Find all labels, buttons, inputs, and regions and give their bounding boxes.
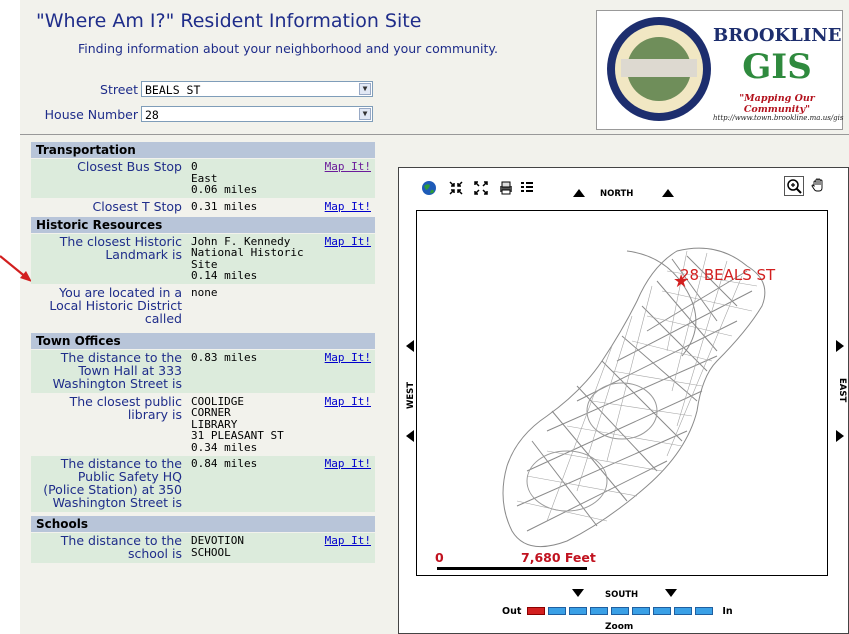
town-map [502, 247, 766, 548]
logo-slogan: "Mapping Our Community" [739, 93, 815, 115]
landmark-label: The closest Historic Landmark is [59, 233, 182, 262]
street-label: Street [100, 82, 138, 97]
zoom-level-5[interactable] [611, 607, 630, 615]
east-label: EAST [837, 378, 847, 403]
district-link-spacer [313, 285, 375, 328]
logo-gis-text: GIS [742, 47, 812, 87]
house-number-select[interactable]: 28 ▼ [141, 106, 373, 122]
table-row: Closest T Stop 0.31 miles Map It! [31, 198, 375, 216]
school-map-link[interactable]: Map It! [324, 534, 371, 547]
table-row: The closest public library is COOLIDGE C… [31, 393, 375, 455]
scale-end-label: 7,680 Feet [521, 550, 596, 565]
legend-icon[interactable] [519, 180, 535, 196]
location-label: 28 BEALS ST [680, 266, 776, 284]
section-historic: Historic Resources [31, 216, 375, 233]
scale-start-label: 0 [435, 550, 444, 565]
district-value: none [191, 285, 218, 299]
zoom-level-7[interactable] [653, 607, 672, 615]
location-star-icon: ★ [673, 271, 690, 292]
map-canvas[interactable] [416, 210, 828, 576]
header-divider [20, 134, 849, 135]
brookline-gis-logo: BROOKLINE GIS "Mapping Our Community" ht… [596, 10, 843, 130]
district-label: You are located in a Local Historic Dist… [49, 284, 182, 326]
table-row: The distance to the Public Safety HQ (Po… [31, 456, 375, 512]
north-label: NORTH [600, 189, 634, 199]
page-subtitle: Finding information about your neighborh… [78, 41, 498, 56]
left-frame [0, 0, 20, 634]
pan-north-arrow-2[interactable] [662, 189, 674, 197]
t-stop-label: Closest T Stop [92, 198, 182, 214]
zoom-level-2[interactable] [548, 607, 567, 615]
pan-hand-icon[interactable] [810, 177, 826, 193]
pan-east-arrow[interactable] [836, 340, 844, 352]
table-row: The distance to the school is DEVOTION S… [31, 533, 375, 563]
library-label: The closest public library is [69, 393, 182, 422]
pan-south-arrow[interactable] [572, 589, 584, 597]
west-label: WEST [406, 381, 416, 409]
town-seal-icon [607, 17, 711, 121]
town-hall-value: 0.83 miles [191, 350, 258, 364]
street-select-value: BEALS ST [145, 83, 201, 97]
zoom-level-3[interactable] [569, 607, 588, 615]
section-schools: Schools [31, 516, 375, 532]
pan-south-arrow-2[interactable] [665, 589, 677, 597]
info-table: Transportation Closest Bus Stop 0 East 0… [31, 142, 375, 564]
section-town-offices: Town Offices [31, 332, 375, 349]
zoom-level-6[interactable] [632, 607, 651, 615]
house-number-label: House Number [44, 107, 138, 122]
library-map-link[interactable]: Map It! [324, 394, 371, 408]
table-row: The closest Historic Landmark is John F.… [31, 233, 375, 284]
bus-stop-value: 0 East 0.06 miles [191, 160, 258, 196]
page-title: "Where Am I?" Resident Information Site [36, 10, 422, 32]
school-label: The distance to the school is [60, 533, 182, 561]
t-stop-value: 0.31 miles [191, 199, 258, 213]
bus-stop-map-link[interactable]: Map It! [324, 160, 371, 173]
zoom-in-label: In [722, 605, 733, 617]
full-extent-icon[interactable] [473, 180, 489, 196]
zoom-level-1[interactable] [527, 607, 546, 615]
zoom-in-full-icon[interactable] [448, 180, 464, 196]
scale-bar [437, 567, 587, 570]
landmark-map-link[interactable]: Map It! [324, 234, 371, 248]
globe-icon[interactable] [421, 180, 437, 196]
police-value: 0.84 miles [191, 457, 258, 470]
pan-west-arrow-2[interactable] [406, 430, 414, 442]
zoom-level-8[interactable] [674, 607, 693, 615]
pan-east-arrow-2[interactable] [836, 430, 844, 442]
library-value: COOLIDGE CORNER LIBRARY 31 PLEASANT ST 0… [191, 394, 284, 454]
police-map-link[interactable]: Map It! [324, 457, 371, 470]
t-stop-map-link[interactable]: Map It! [324, 199, 371, 213]
table-row: The distance to the Town Hall at 333 Was… [31, 349, 375, 393]
table-row: Closest Bus Stop 0 East 0.06 miles Map I… [31, 159, 375, 198]
landmark-value: John F. Kennedy National Historic Site 0… [191, 234, 304, 282]
bus-stop-label: Closest Bus Stop [77, 159, 182, 174]
zoom-segments [527, 607, 716, 615]
zoom-level-9[interactable] [695, 607, 714, 615]
red-arrow-icon [0, 255, 32, 282]
school-value: DEVOTION SCHOOL [191, 534, 244, 559]
zoom-out-label: Out [502, 605, 522, 617]
logo-brookline-text: BROOKLINE [713, 25, 842, 46]
print-icon[interactable] [498, 180, 514, 196]
table-row: You are located in a Local Historic Dist… [31, 284, 375, 332]
logo-url: http://www.town.brookline.ma.us/gis [713, 114, 844, 122]
seal-band [621, 59, 697, 77]
section-transportation: Transportation [31, 142, 375, 158]
zoom-bar: Out In [496, 604, 739, 618]
zoom-tool-icon[interactable] [784, 176, 804, 196]
south-label: SOUTH [605, 590, 639, 600]
chevron-down-icon[interactable]: ▼ [359, 83, 371, 95]
town-hall-label: The distance to the Town Hall at 333 Was… [52, 349, 182, 391]
town-hall-map-link[interactable]: Map It! [324, 350, 371, 364]
chevron-down-icon[interactable]: ▼ [359, 108, 371, 120]
zoom-caption: Zoom [605, 622, 634, 632]
zoom-level-4[interactable] [590, 607, 609, 615]
pan-north-arrow[interactable] [573, 189, 585, 197]
pan-west-arrow[interactable] [406, 340, 414, 352]
street-select[interactable]: BEALS ST ▼ [141, 81, 373, 97]
house-number-value: 28 [145, 108, 159, 122]
police-label: The distance to the Public Safety HQ (Po… [43, 456, 182, 510]
